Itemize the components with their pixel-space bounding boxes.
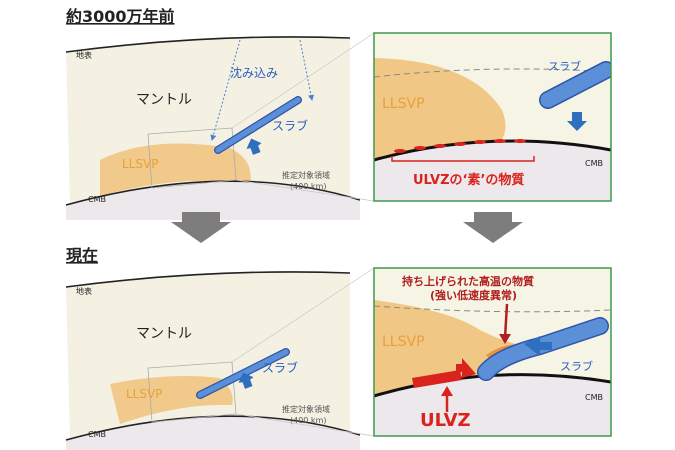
zoom-slab-arrow-icon — [567, 112, 587, 131]
zoom-ulvz-material-dots — [394, 139, 526, 153]
zoom-frame — [373, 267, 612, 437]
slab-label: スラブ — [272, 118, 308, 133]
zoom-cmb-label: CMB — [585, 393, 603, 402]
target-size-label: (400 km) — [290, 416, 326, 425]
core-region — [66, 416, 360, 450]
surface-line — [65, 271, 351, 288]
llsvp-region — [110, 376, 233, 424]
surface-line — [65, 36, 351, 53]
zoom-bracket — [391, 156, 535, 162]
time-arrow-right-icon — [463, 212, 523, 243]
cmb-line — [65, 415, 360, 441]
llsvp-label: LLSVP — [122, 157, 158, 171]
past-title: 約3000万年前 — [66, 7, 175, 26]
zoom-red-left-arrow-icon — [456, 358, 476, 378]
present-panel: 現在 地表 マントル スラブ LLSVP CMB 推定対象領域 (400 km) — [65, 246, 612, 450]
zoom-ulvz-material-label: ULVZの‘素’の物質 — [413, 172, 524, 188]
zoom-llsvp-label: LLSVP — [382, 96, 425, 112]
target-region-label: 推定対象領域 — [282, 404, 330, 414]
slab-arrow-icon — [238, 372, 254, 389]
slab-fill — [215, 97, 301, 153]
zoom-cmb-label: CMB — [585, 159, 603, 168]
past-zoom-panel: スラブ LLSVP CMB ULVZの‘素’の物質 — [373, 32, 612, 202]
zoom-ulvz-pointer-tip-icon — [441, 386, 453, 396]
core-region — [66, 181, 360, 220]
zoom-hot-pointer-tip-icon — [499, 334, 511, 344]
zoom-connector-top — [231, 32, 375, 129]
time-arrow-left-icon — [171, 212, 231, 243]
zoom-llsvp-label: LLSVP — [382, 334, 425, 350]
subduction-label: 沈み込み — [230, 65, 278, 80]
past-cross-section — [65, 36, 360, 220]
llsvp-region — [100, 143, 251, 196]
zoom-llsvp-region — [374, 300, 540, 396]
mantle-label: マントル — [136, 326, 192, 342]
zoom-hot-pointer-line — [503, 303, 509, 339]
slab-label: スラブ — [262, 360, 298, 375]
time-arrows — [171, 212, 523, 243]
zoom-slab-push-arrow-icon — [524, 336, 552, 356]
mantle-label: マントル — [136, 92, 192, 108]
zoom-slab-fill — [540, 62, 611, 108]
zoom-connector-bottom — [235, 179, 375, 202]
zoom-ulvz-label: ULVZ — [420, 410, 471, 431]
zoom-cmb-line — [374, 139, 611, 162]
zoom-connector-bottom — [235, 413, 375, 437]
surface-label: 地表 — [76, 286, 92, 296]
zoom-core-region — [374, 374, 611, 436]
target-region-label: 推定対象領域 — [282, 170, 330, 180]
zoom-slab-label: スラブ — [560, 359, 593, 373]
surface-label: 地表 — [76, 50, 92, 60]
zoom-frame — [373, 32, 612, 202]
subduction-arrow-1 — [210, 39, 241, 141]
target-size-label: (400 km) — [290, 182, 326, 191]
present-cross-section — [65, 271, 360, 450]
present-title: 現在 — [66, 246, 98, 265]
zoom-slab-label: スラブ — [548, 59, 581, 73]
zoom-connector-top — [231, 267, 375, 363]
cmb-label: CMB — [88, 430, 106, 439]
past-panel: 約3000万年前 地表 マントル 沈み込み スラブ LL — [65, 7, 612, 220]
zoom-llsvp-region — [374, 58, 506, 160]
zoom-dashed-line — [374, 305, 611, 313]
present-zoom-panel: 持ち上げられた高温の物質 (強い低速度異常) LLSVP スラブ ULVZ CM… — [373, 267, 612, 437]
zoom-ulvz-region — [412, 370, 462, 388]
llsvp-label: LLSVP — [126, 387, 162, 401]
zoom-core-region — [374, 141, 611, 201]
zoom-hot-material-label-line2: (強い低速度異常) — [430, 288, 517, 302]
zoom-hot-material-label-line1: 持ち上げられた高温の物質 — [402, 274, 534, 288]
cmb-label: CMB — [88, 195, 106, 204]
slab-arrow-icon — [246, 138, 262, 155]
